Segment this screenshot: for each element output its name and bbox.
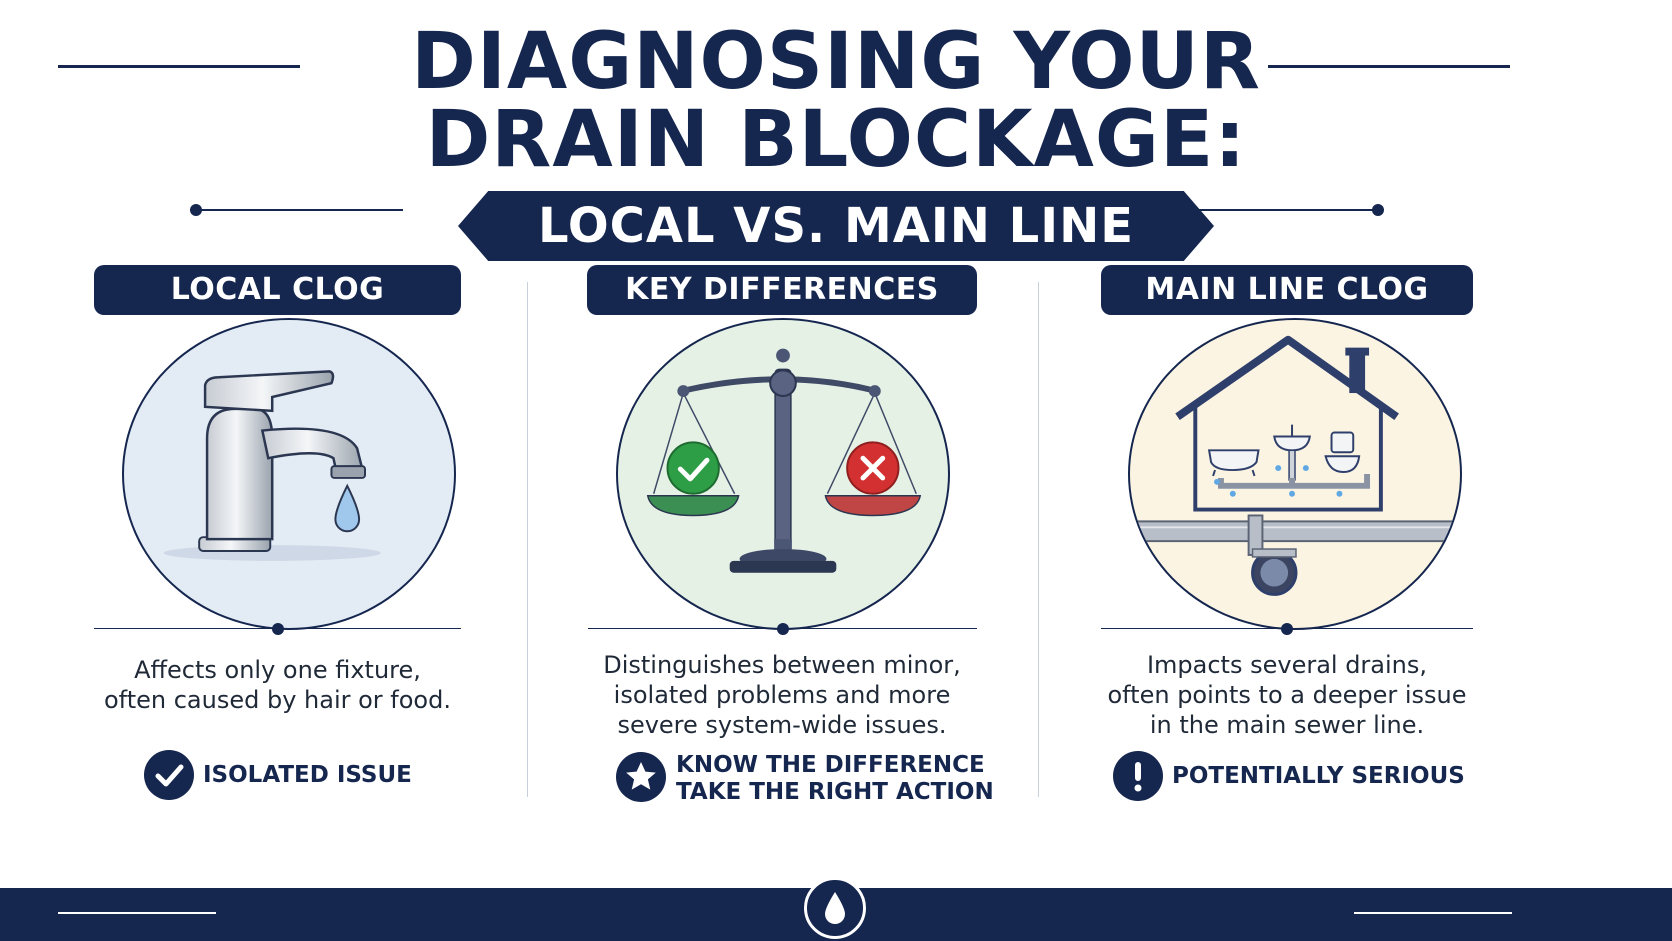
key-differences-description-line: isolated problems and more [613, 681, 951, 709]
local-clog-heading: LOCAL CLOG [94, 265, 461, 315]
star-circle-icon [616, 752, 666, 802]
local-clog-description-line: Affects only one fixture, [134, 656, 421, 684]
page-title-line1: DIAGNOSING YOUR [411, 17, 1261, 107]
footer-line-right [1354, 912, 1512, 914]
subtitle-rule-left [198, 209, 403, 211]
column-separator-right [1038, 282, 1039, 797]
header-rule-left [58, 65, 300, 68]
key-differences-badge-text: KNOW THE DIFFERENCE [676, 752, 985, 778]
local-clog-divider-dot [272, 623, 284, 635]
local-clog-description: Affects only one fixture, often caused b… [94, 655, 461, 715]
subtitle-dot-right [1372, 204, 1384, 216]
water-drop-icon [804, 877, 866, 939]
page-title-line2: DRAIN BLOCKAGE: [425, 95, 1247, 185]
header-rule-right [1268, 65, 1510, 68]
local-clog-badge-text: ISOLATED ISSUE [203, 762, 412, 788]
main-line-clog-description-line: Impacts several drains, [1146, 651, 1428, 679]
key-differences-description-line: severe system-wide issues. [617, 711, 947, 739]
subtitle-banner: LOCAL VS. MAIN LINE [458, 191, 1214, 261]
key-differences-badge-text: TAKE THE RIGHT ACTION [676, 779, 994, 805]
exclamation-circle-icon [1113, 751, 1163, 801]
subtitle-rule-right [1166, 209, 1376, 211]
main-line-clog-description-line: in the main sewer line. [1149, 711, 1425, 739]
check-circle-icon [144, 750, 194, 800]
main-line-clog-badge: POTENTIALLY SERIOUS [1172, 763, 1465, 790]
subtitle-dot-left [190, 204, 202, 216]
balance-scale-icon [646, 348, 922, 573]
main-line-clog-illustration [1128, 318, 1462, 630]
footer-line-left [58, 912, 216, 914]
key-differences-description-line: Distinguishes between minor, [603, 651, 961, 679]
key-differences-badge: KNOW THE DIFFERENCE TAKE THE RIGHT ACTIO… [676, 752, 994, 806]
local-clog-illustration [122, 318, 456, 630]
main-line-clog-description: Impacts several drains, often points to … [1077, 650, 1497, 740]
key-differences-divider-dot [777, 623, 789, 635]
local-clog-description-line: often caused by hair or food. [104, 686, 451, 714]
main-line-clog-divider-dot [1281, 623, 1293, 635]
key-differences-heading: KEY DIFFERENCES [587, 265, 977, 315]
key-differences-description: Distinguishes between minor, isolated pr… [567, 650, 997, 740]
column-separator-left [527, 282, 528, 797]
local-clog-badge: ISOLATED ISSUE [203, 762, 412, 789]
faucet-icon [163, 370, 381, 561]
main-line-clog-heading: MAIN LINE CLOG [1101, 265, 1473, 315]
house-plumbing-icon [1130, 335, 1460, 596]
key-differences-illustration [616, 318, 950, 630]
main-line-clog-badge-text: POTENTIALLY SERIOUS [1172, 763, 1465, 789]
main-line-clog-description-line: often points to a deeper issue [1107, 681, 1467, 709]
